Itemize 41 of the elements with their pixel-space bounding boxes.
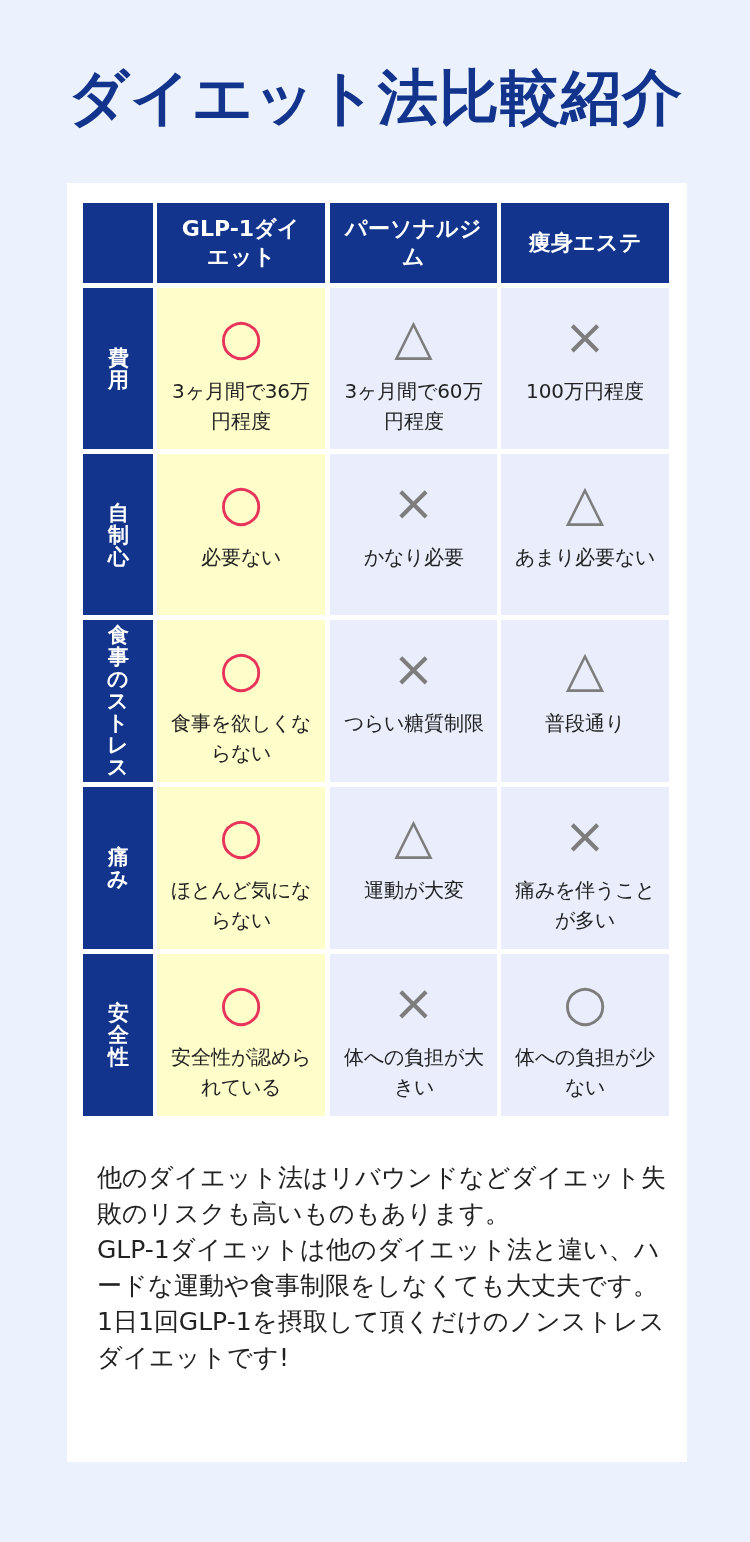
header-cell: GLP-1ダイエット xyxy=(157,203,325,283)
rating-mark: × xyxy=(391,978,436,1028)
rating-mark: △ xyxy=(393,811,434,861)
cell-text: 痛みを伴うことが多い xyxy=(514,877,656,934)
rating-mark: ○ xyxy=(218,978,264,1028)
row-header: 費用 xyxy=(83,288,153,449)
cell-text: あまり必要ない xyxy=(514,544,656,571)
rating-mark: △ xyxy=(564,644,606,694)
cell-text: 運動が大変 xyxy=(362,877,465,904)
rating-mark: ○ xyxy=(218,478,264,528)
cell-text: ほとんど気にならない xyxy=(170,877,312,934)
cell-text: 3ヶ月間で36万円程度 xyxy=(170,378,312,435)
cell-text: 安全性が認められている xyxy=(170,1044,312,1101)
row-header: 安全性 xyxy=(83,954,153,1116)
row-header: 自制心 xyxy=(83,454,153,615)
rating-mark: ○ xyxy=(218,811,264,861)
rating-mark: ○ xyxy=(218,644,264,694)
rating-mark: × xyxy=(391,478,436,528)
cell-text: 体への負担が大きい xyxy=(342,1044,485,1101)
cell-text: かなり必要 xyxy=(362,544,465,571)
header-cell: 痩身エステ xyxy=(501,203,669,283)
rating-mark: ○ xyxy=(562,978,608,1028)
cell-text: 必要ない xyxy=(200,544,282,571)
cell-text: つらい糖質制限 xyxy=(342,710,485,737)
note-text: 他のダイエット法はリバウンドなどダイエット失敗のリスクも高いものもあります。 xyxy=(97,1162,667,1230)
title: ダイエット法比較紹介 xyxy=(66,61,684,134)
note-text: GLP-1ダイエットは他のダイエット法と違い、ハードな運動や食事制限をしなくても大丈夫です。1日1回GLP-1を摂取して頂くだけのノンストレスダイエットです! xyxy=(97,1234,666,1374)
cell-text: 食事を欲しくならない xyxy=(170,710,312,767)
row-header: 痛み xyxy=(83,787,153,949)
header-cell: パーソナルジム xyxy=(330,203,497,283)
row-header: 食事のストレス xyxy=(83,620,153,782)
cell-text: 体への負担が少ない xyxy=(514,1044,656,1101)
cell-text: 普段通り xyxy=(544,710,626,737)
rating-mark: ○ xyxy=(218,312,264,362)
rating-mark: × xyxy=(563,811,607,861)
cell-text: 3ヶ月間で60万円程度 xyxy=(343,378,484,435)
rating-mark: × xyxy=(391,644,436,694)
rating-mark: △ xyxy=(564,478,606,528)
rating-mark: △ xyxy=(393,312,434,362)
cell-text: 100万円程度 xyxy=(524,378,646,405)
rating-mark: × xyxy=(563,312,607,362)
